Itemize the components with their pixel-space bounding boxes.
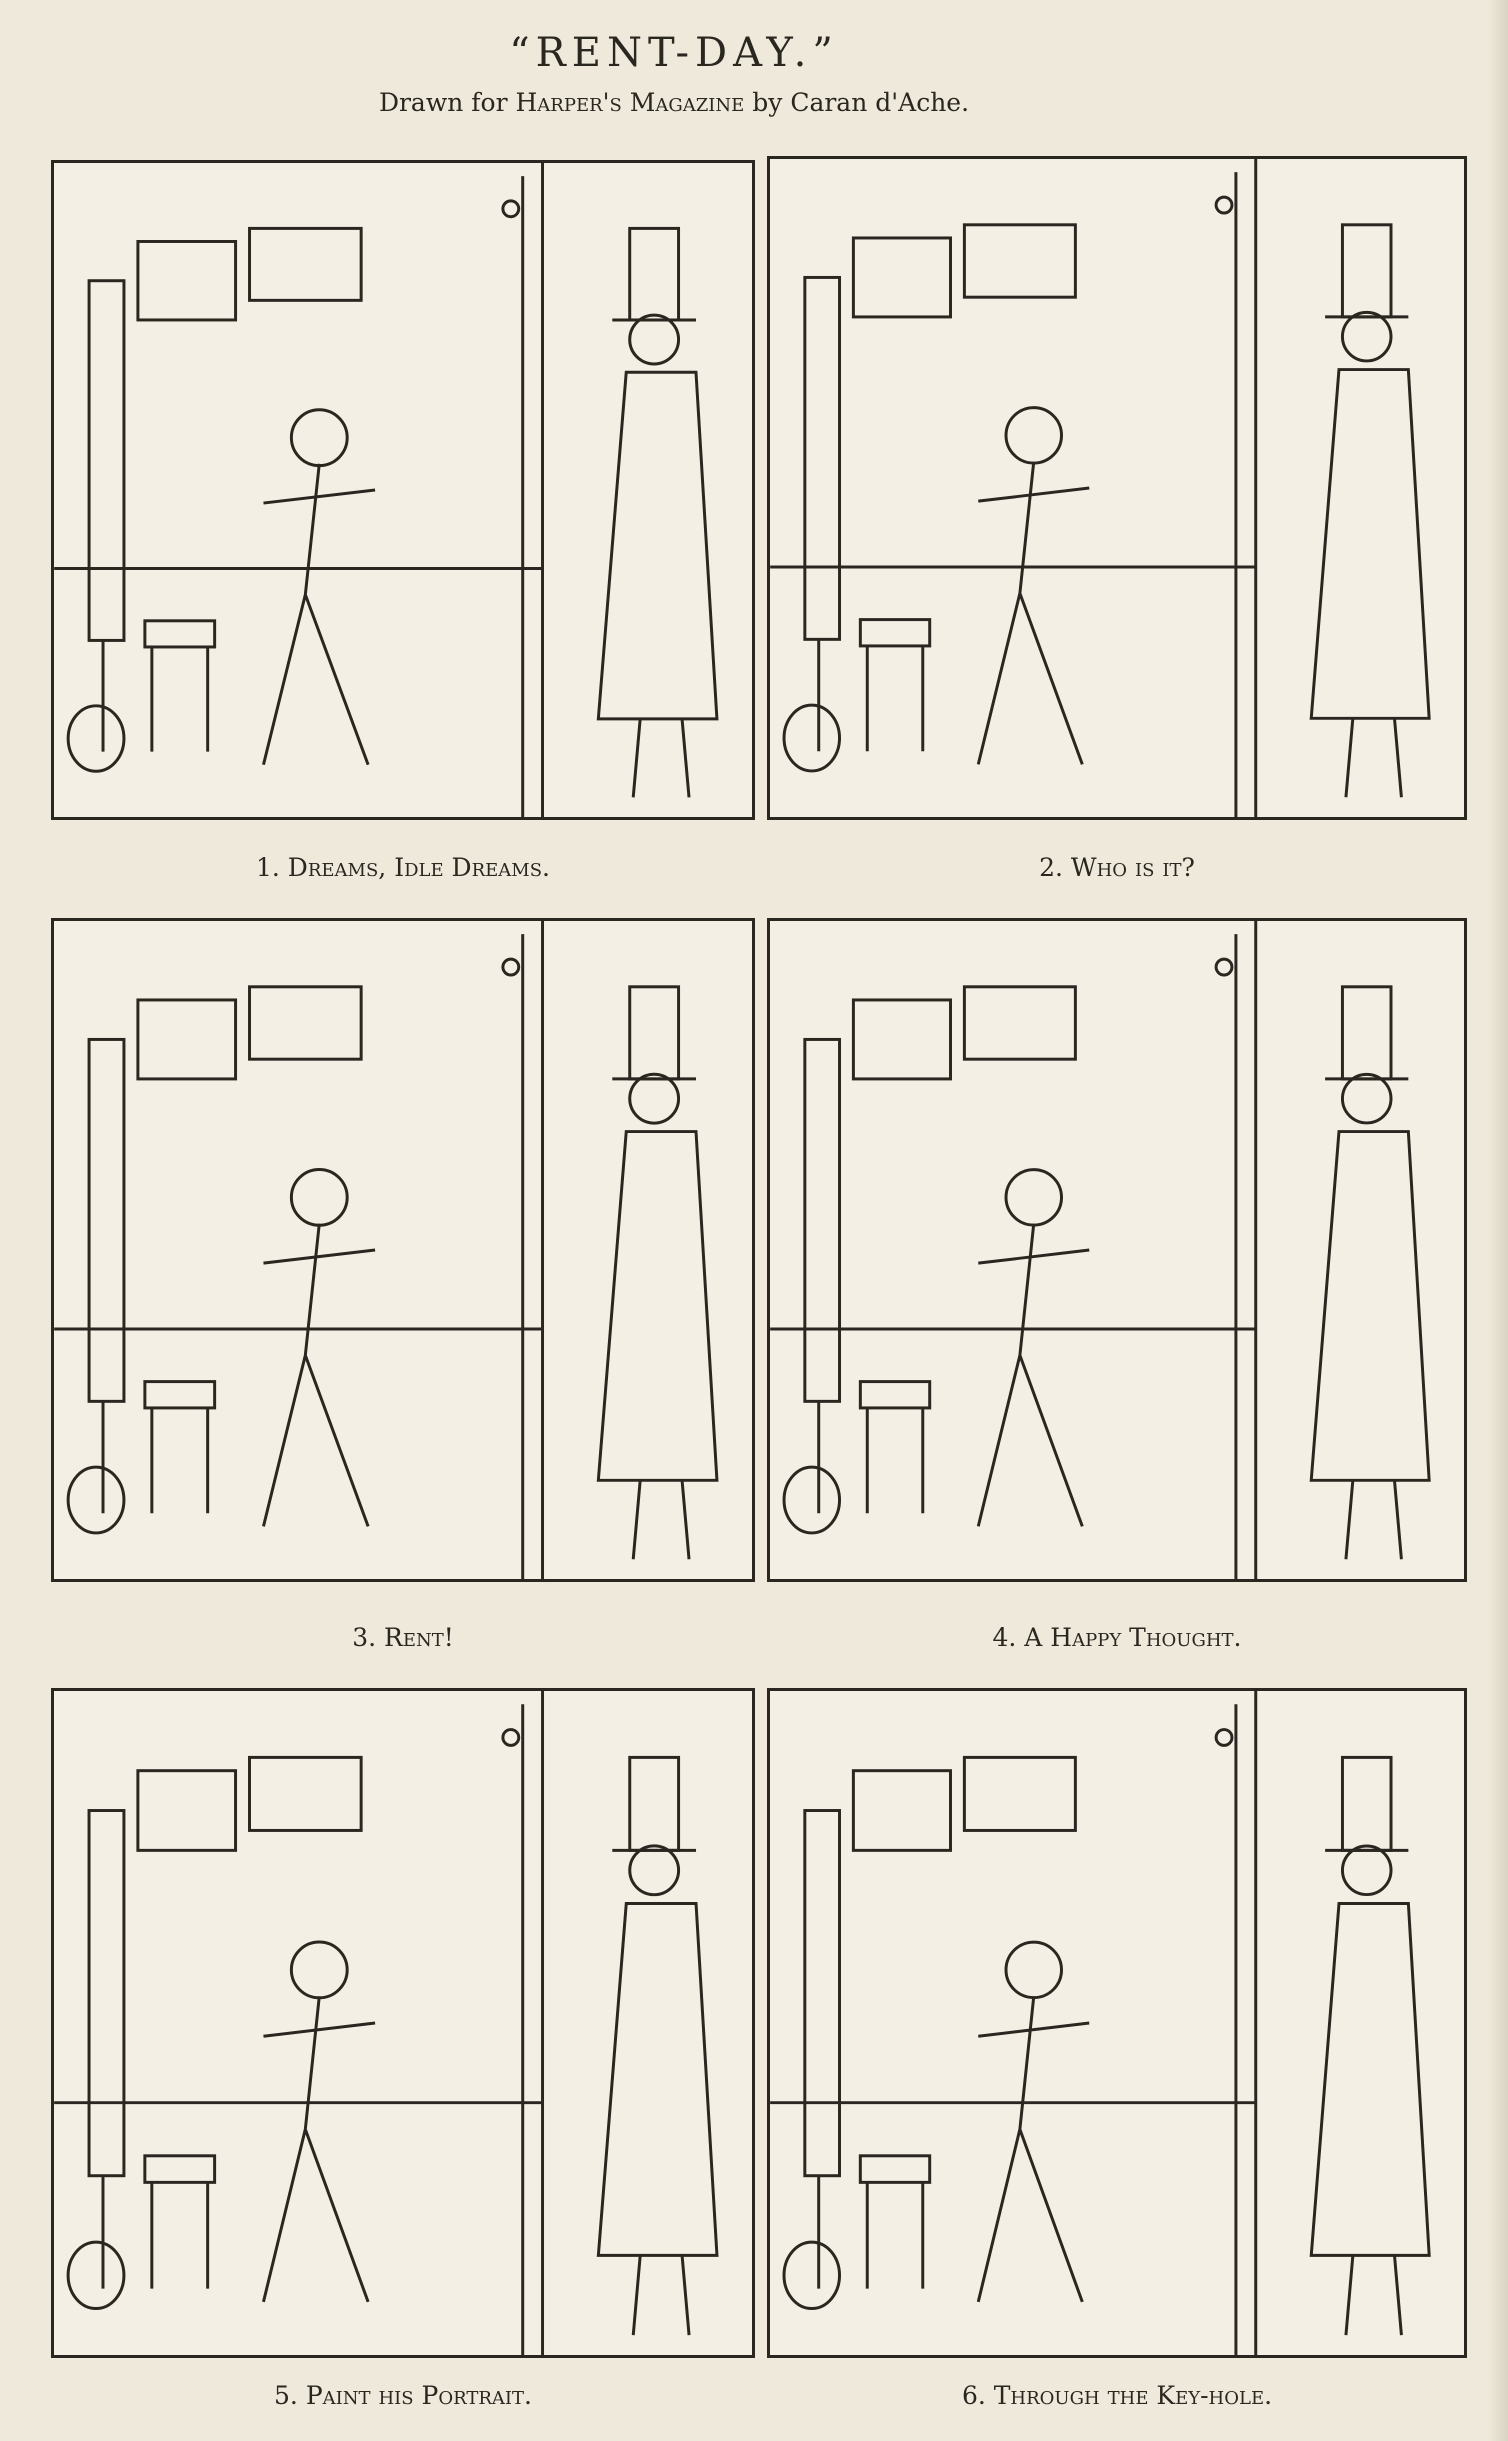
wall-picture-landscape bbox=[248, 226, 363, 302]
palette bbox=[66, 1465, 126, 1535]
subtitle-prefix: Drawn for bbox=[378, 88, 508, 117]
landlord-head bbox=[1340, 1072, 1393, 1125]
artist-head bbox=[289, 1940, 349, 2000]
panel-caption-5: 5. Paint his Portrait. bbox=[274, 2381, 532, 2410]
wall-picture-cow bbox=[851, 236, 953, 319]
panel-illustration bbox=[770, 921, 1431, 1579]
palette bbox=[782, 2240, 841, 2311]
subtitle-suffix: by Caran d'Ache. bbox=[752, 88, 970, 117]
comic-panel-1 bbox=[51, 160, 755, 820]
easel bbox=[803, 1037, 842, 1403]
landlord-coat bbox=[1309, 1130, 1431, 1482]
stool bbox=[143, 2154, 217, 2184]
doorbell bbox=[501, 199, 521, 219]
palette bbox=[782, 1465, 842, 1535]
wall-picture-landscape bbox=[962, 223, 1077, 299]
landlord-head bbox=[628, 1844, 681, 1897]
artist-head bbox=[1004, 1168, 1063, 1227]
artist-figure bbox=[262, 1223, 376, 1527]
landlord-coat bbox=[1309, 1901, 1431, 2257]
wall-picture-cow bbox=[136, 1769, 238, 1852]
easel bbox=[87, 1037, 126, 1403]
wall-picture-landscape bbox=[962, 985, 1077, 1061]
top-hat bbox=[1340, 985, 1393, 1081]
wall-picture-landscape bbox=[248, 985, 363, 1061]
page-edge-shadow bbox=[1488, 0, 1508, 2441]
palette bbox=[782, 703, 842, 773]
comic-panel-2 bbox=[767, 156, 1467, 820]
wall-picture-cow bbox=[851, 998, 953, 1081]
landlord-head bbox=[628, 1072, 681, 1125]
wall-picture-landscape bbox=[962, 1755, 1077, 1832]
artist-figure bbox=[262, 463, 376, 766]
artist-figure bbox=[262, 1996, 376, 2303]
doorbell bbox=[501, 957, 521, 977]
comic-panel-3 bbox=[51, 918, 755, 1582]
easel bbox=[87, 279, 126, 642]
doorbell bbox=[1214, 195, 1234, 215]
stool bbox=[858, 1380, 932, 1410]
landlord-coat bbox=[596, 1901, 719, 2257]
landlord-coat bbox=[596, 1130, 719, 1482]
artist-head bbox=[1004, 1940, 1063, 2000]
doorbell bbox=[1214, 957, 1234, 977]
doorbell bbox=[1214, 1728, 1234, 1747]
easel bbox=[803, 1809, 841, 2178]
panel-caption-1: 1. Dreams, Idle Dreams. bbox=[256, 853, 550, 882]
stool bbox=[143, 619, 217, 649]
stool bbox=[143, 1380, 217, 1410]
artist-figure bbox=[976, 1223, 1090, 1527]
easel bbox=[87, 1809, 126, 2178]
panel-illustration bbox=[54, 1691, 719, 2355]
panel-caption-4: 4. A Happy Thought. bbox=[992, 1623, 1242, 1652]
panel-illustration bbox=[54, 163, 719, 817]
wall-picture-cow bbox=[851, 1769, 952, 1852]
comic-panel-4 bbox=[767, 918, 1467, 1582]
top-hat bbox=[628, 1755, 681, 1852]
artist-head bbox=[289, 1167, 349, 1227]
panel-caption-3: 3. Rent! bbox=[352, 1623, 454, 1652]
panel-illustration bbox=[54, 921, 719, 1579]
doorbell bbox=[501, 1728, 521, 1747]
magazine-name: Harper's Magazine bbox=[515, 88, 745, 117]
top-hat bbox=[1340, 1755, 1393, 1852]
landlord-head bbox=[628, 313, 681, 366]
top-hat bbox=[628, 226, 681, 322]
comic-panel-6 bbox=[767, 1688, 1467, 2358]
landlord-head bbox=[1340, 310, 1393, 363]
landlord-coat bbox=[1309, 368, 1431, 720]
artist-head bbox=[1004, 406, 1063, 465]
wall-picture-cow bbox=[136, 998, 238, 1081]
panel-illustration bbox=[770, 159, 1431, 817]
palette bbox=[66, 704, 126, 773]
top-hat bbox=[1340, 223, 1393, 319]
stool bbox=[858, 618, 932, 648]
panel-caption-2: 2. Who is it? bbox=[1039, 853, 1195, 882]
easel bbox=[803, 275, 842, 641]
artist-head bbox=[289, 408, 349, 468]
artist-figure bbox=[976, 461, 1090, 765]
panel-caption-6: 6. Through the Key-hole. bbox=[961, 2381, 1273, 2410]
artist-figure bbox=[976, 1996, 1090, 2303]
wall-picture-cow bbox=[136, 239, 238, 322]
comic-panel-5 bbox=[51, 1688, 755, 2358]
top-hat bbox=[628, 985, 681, 1081]
panel-illustration bbox=[770, 1691, 1431, 2355]
page-title: “RENT-DAY.” bbox=[509, 30, 839, 76]
stool bbox=[858, 2154, 932, 2184]
page-subtitle: Drawn for Harper's Magazine by Caran d'A… bbox=[0, 88, 1428, 117]
palette bbox=[66, 2240, 126, 2311]
landlord-head bbox=[1340, 1844, 1393, 1897]
landlord-coat bbox=[596, 370, 719, 721]
wall-picture-landscape bbox=[248, 1755, 363, 1832]
